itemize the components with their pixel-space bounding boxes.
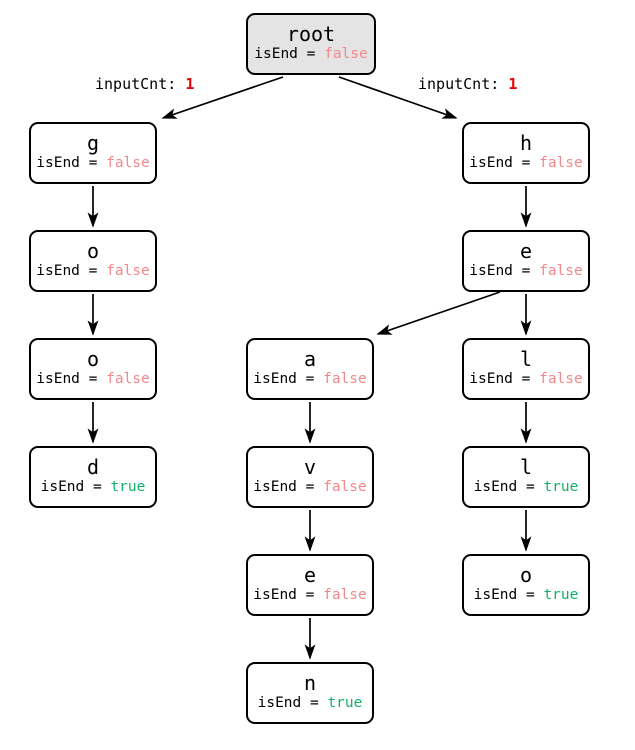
node-isend-flag: isEnd = false bbox=[469, 155, 583, 171]
node-char: l bbox=[519, 455, 533, 479]
isend-label: isEnd = bbox=[473, 587, 535, 603]
edge-label-prefix: inputCnt: bbox=[95, 75, 177, 93]
node-char: e bbox=[519, 239, 533, 263]
node-isend-flag: isEnd = false bbox=[36, 263, 150, 279]
isend-value: false bbox=[539, 155, 583, 171]
node-isend-flag: isEnd = false bbox=[254, 46, 368, 62]
node-char: o bbox=[519, 563, 533, 587]
node-isend-flag: isEnd = false bbox=[469, 263, 583, 279]
node-char: v bbox=[303, 455, 317, 479]
node-char: h bbox=[519, 131, 533, 155]
node-char: d bbox=[86, 455, 100, 479]
isend-label: isEnd = bbox=[469, 155, 531, 171]
isend-label: isEnd = bbox=[469, 371, 531, 387]
isend-label: isEnd = bbox=[36, 263, 98, 279]
isend-value: false bbox=[539, 371, 583, 387]
isend-label: isEnd = bbox=[253, 371, 315, 387]
edge-label-left-count: inputCnt: 1 bbox=[95, 76, 194, 93]
isend-value: false bbox=[106, 263, 150, 279]
isend-value: false bbox=[539, 263, 583, 279]
node-isend-flag: isEnd = true bbox=[258, 695, 363, 711]
edge-label-count: 1 bbox=[185, 75, 195, 93]
node-isend-flag: isEnd = true bbox=[41, 479, 146, 495]
isend-label: isEnd = bbox=[36, 371, 98, 387]
isend-label: isEnd = bbox=[40, 479, 102, 495]
node-char: n bbox=[303, 671, 317, 695]
isend-value: true bbox=[110, 479, 146, 495]
node-isend-flag: isEnd = true bbox=[474, 479, 579, 495]
node-isend-flag: isEnd = false bbox=[36, 155, 150, 171]
node-char: o bbox=[86, 347, 100, 371]
node-isend-flag: isEnd = false bbox=[36, 371, 150, 387]
isend-value: true bbox=[327, 695, 363, 711]
node-isend-flag: isEnd = false bbox=[469, 371, 583, 387]
isend-value: false bbox=[323, 479, 367, 495]
isend-label: isEnd = bbox=[257, 695, 319, 711]
node-isend-flag: isEnd = false bbox=[253, 371, 367, 387]
node-char: a bbox=[303, 347, 317, 371]
isend-value: false bbox=[323, 371, 367, 387]
trie-edge-e1-to-a bbox=[376, 291, 501, 335]
node-char: e bbox=[303, 563, 317, 587]
node-char: l bbox=[519, 347, 533, 371]
node-char: g bbox=[86, 131, 100, 155]
isend-value: false bbox=[324, 46, 368, 62]
isend-value: true bbox=[543, 479, 579, 495]
node-char: root bbox=[286, 22, 336, 46]
isend-value: false bbox=[106, 155, 150, 171]
isend-value: true bbox=[543, 587, 579, 603]
node-char: o bbox=[86, 239, 100, 263]
edge-label-count: 1 bbox=[508, 75, 518, 93]
node-isend-flag: isEnd = true bbox=[474, 587, 579, 603]
isend-label: isEnd = bbox=[36, 155, 98, 171]
node-isend-flag: isEnd = false bbox=[253, 587, 367, 603]
isend-value: false bbox=[323, 587, 367, 603]
isend-value: false bbox=[106, 371, 150, 387]
isend-label: isEnd = bbox=[469, 263, 531, 279]
edge-label-right-count: inputCnt: 1 bbox=[418, 76, 517, 93]
node-isend-flag: isEnd = false bbox=[253, 479, 367, 495]
isend-label: isEnd = bbox=[253, 479, 315, 495]
isend-label: isEnd = bbox=[253, 587, 315, 603]
isend-label: isEnd = bbox=[473, 479, 535, 495]
edge-label-prefix: inputCnt: bbox=[418, 75, 500, 93]
isend-label: isEnd = bbox=[254, 46, 316, 62]
